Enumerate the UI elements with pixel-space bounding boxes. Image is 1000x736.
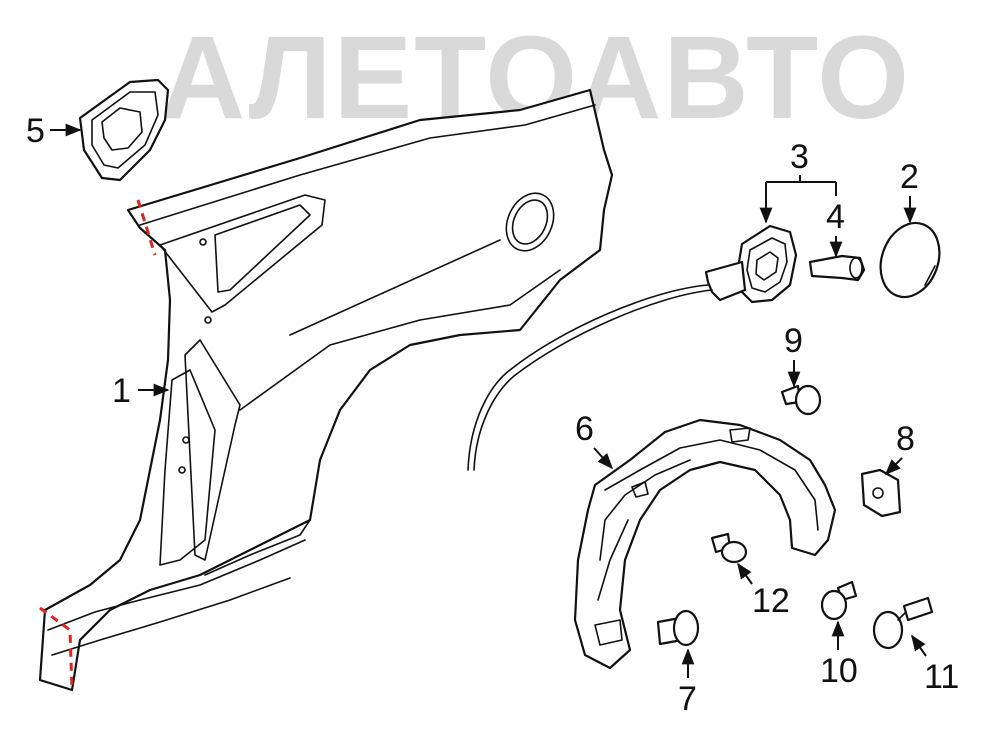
callout-3: 3 [790,138,809,176]
leader-6 [593,447,614,470]
callout-9: 9 [784,322,803,360]
leader-8 [884,457,903,476]
cut-line-upper [136,199,157,256]
grommet-7 [656,609,700,647]
callout-4: 4 [826,198,845,236]
callout-11: 11 [924,658,959,696]
quarter-panel [38,88,614,692]
callout-5: 5 [26,112,45,150]
cut-line-lower [39,606,74,691]
push-clip-12 [710,532,748,564]
fuel-door-hinge [704,224,798,304]
fuel-door-lid [879,221,941,299]
callout-2: 2 [900,158,919,196]
fuel-door-bumper [808,254,866,282]
release-cable [467,284,709,471]
fuel-door-housing [78,78,170,182]
callout-6: 6 [575,410,594,448]
callout-1: 1 [112,372,131,410]
callout-8: 8 [896,420,915,458]
clip-9 [780,384,822,416]
leader-12 [737,562,753,585]
push-pin-11 [872,596,934,650]
callout-12: 12 [752,582,790,620]
push-pin-10 [820,580,858,621]
clip-nut-8 [860,468,902,518]
wheelhouse-liner [573,418,837,670]
callout-7: 7 [678,680,697,718]
leader-11 [911,634,927,657]
callout-10: 10 [820,652,858,690]
